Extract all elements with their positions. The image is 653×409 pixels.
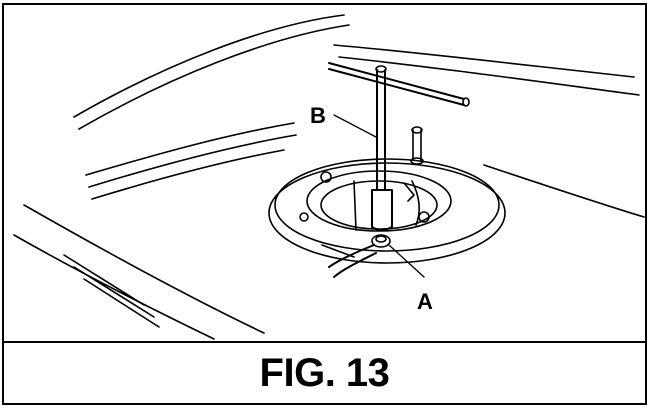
wrench-handle (328, 62, 465, 100)
mount-flange-inner (306, 170, 452, 232)
lower-panel-4 (73, 266, 155, 318)
caption-divider (4, 341, 645, 343)
bracket-arm-3 (321, 244, 355, 258)
flange-bolt (320, 171, 332, 183)
hood-edge (73, 14, 345, 118)
body-line (333, 44, 635, 78)
wrench-handle-end (462, 97, 470, 107)
bolt-a (371, 234, 391, 248)
leader-line-b (333, 114, 377, 138)
alignment-pin-base (410, 157, 424, 165)
hood-panel-line-3 (91, 149, 285, 200)
hood-panel-line (85, 122, 295, 176)
bracket-arm-2 (333, 252, 377, 278)
lower-panel (23, 204, 265, 334)
caption-area: FIG. 13 (4, 343, 645, 403)
hood-panel-line-2 (88, 134, 297, 188)
line-illustration: B A (13, 14, 645, 340)
flange-bolt-3 (299, 212, 309, 222)
figure-caption: FIG. 13 (259, 350, 390, 395)
alignment-pin-top (411, 126, 423, 134)
inner-bracket (353, 180, 357, 231)
hood-edge-2 (78, 24, 350, 130)
technical-drawing: B A (4, 5, 645, 341)
inner-clip (403, 182, 415, 202)
wrench-handle-2 (328, 68, 465, 106)
wrench-shaft (376, 69, 386, 191)
leader-line-a (388, 244, 425, 278)
body-line-3 (483, 164, 645, 218)
label-a: A (417, 289, 433, 314)
wrench-shaft-top (375, 65, 387, 73)
lower-panel-2 (13, 234, 215, 340)
lower-panel-3 (63, 254, 145, 306)
wrench-socket (371, 189, 393, 231)
body-line-2 (338, 56, 640, 96)
inner-bracket-2 (411, 180, 421, 226)
bolt-a-inner (375, 235, 387, 243)
lower-panel-5 (83, 278, 160, 328)
bracket-arm (328, 244, 375, 268)
label-b: B (310, 103, 326, 128)
mount-flange-outer (268, 162, 506, 264)
figure-frame: B A FIG. 13 (2, 3, 647, 405)
alignment-pin (412, 129, 422, 161)
mount-flange-rim (274, 158, 500, 252)
